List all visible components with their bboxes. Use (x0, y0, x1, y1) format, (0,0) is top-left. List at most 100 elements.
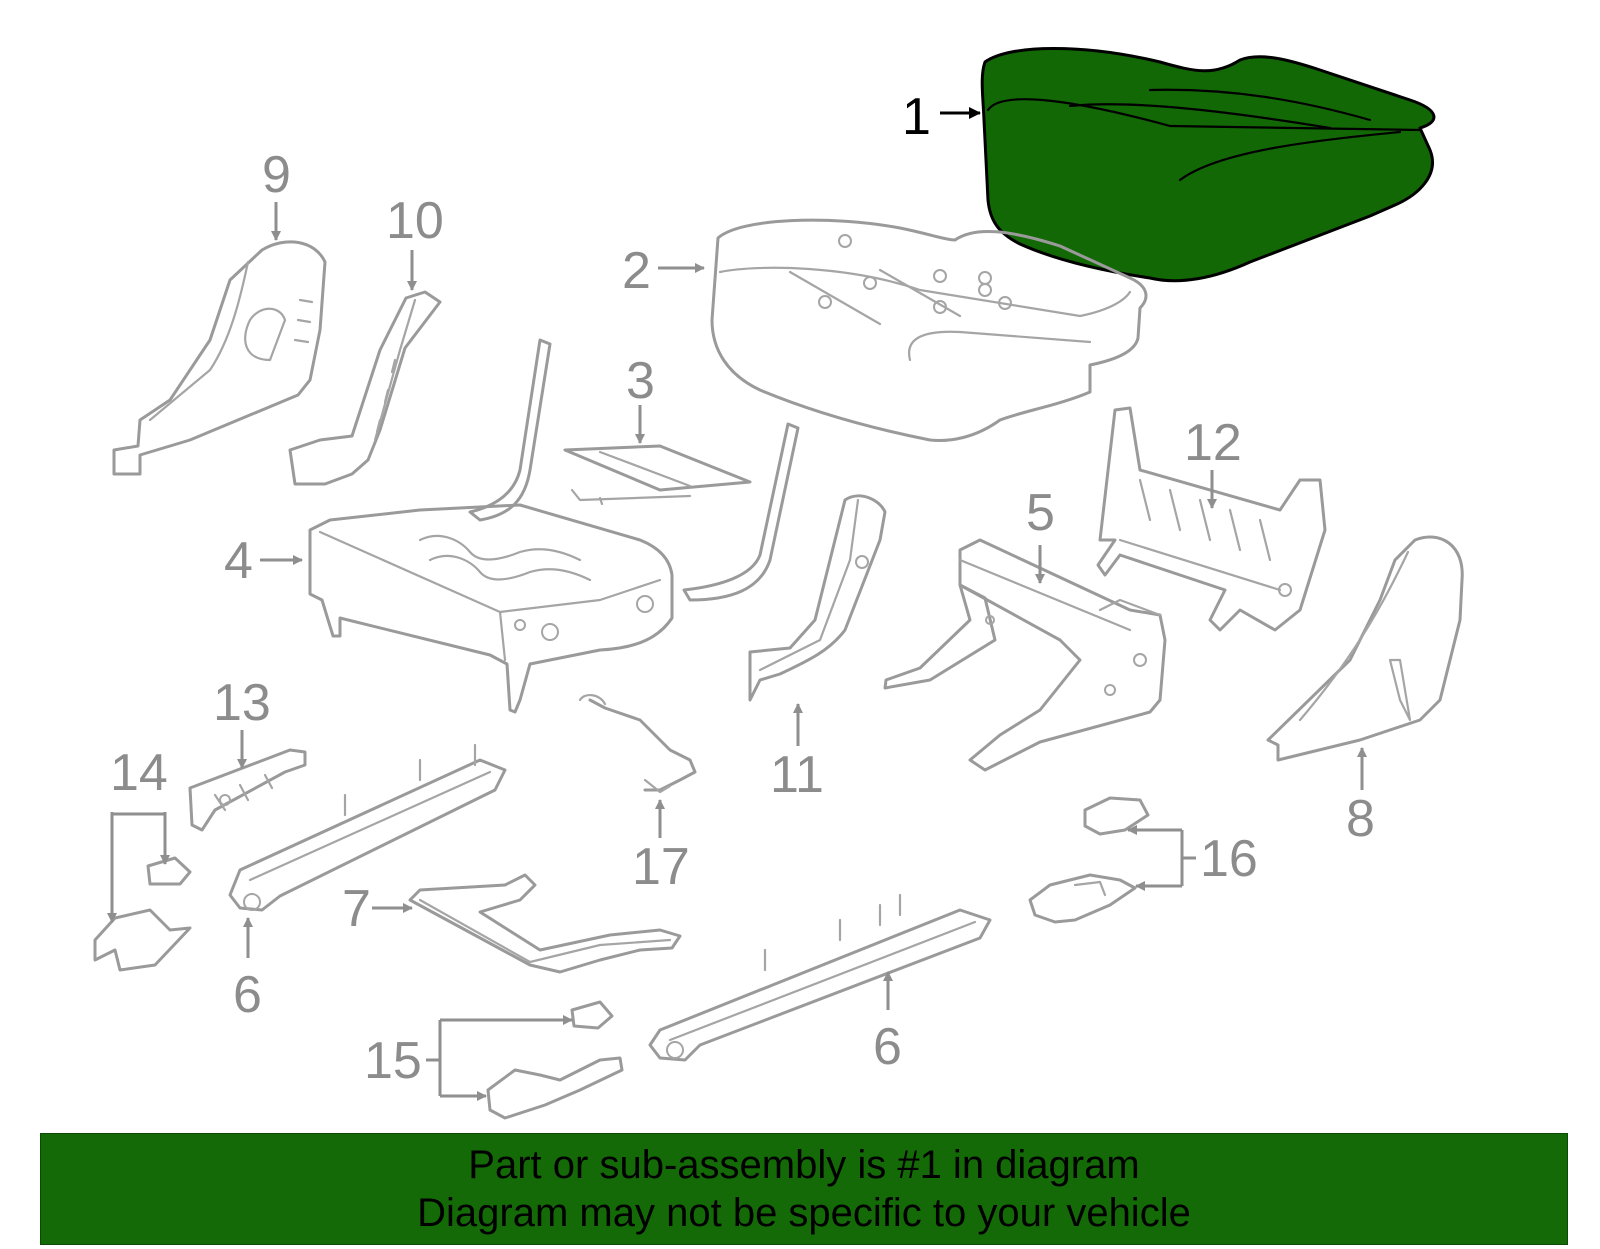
part-17-plug (578, 694, 672, 794)
part-4-right-upright (682, 422, 800, 602)
part-4-springs (418, 534, 592, 582)
callout-6a: 6 (233, 966, 262, 1024)
part-4-top-rail (318, 530, 662, 614)
part-4-seat-frame[interactable] (308, 338, 800, 714)
part-16-detail (1073, 880, 1107, 897)
part-6-left-studs (343, 743, 477, 817)
part-4-hole (541, 623, 559, 641)
part-10-slots (375, 358, 397, 434)
part-13-hole (219, 794, 231, 806)
part-17-shape (588, 698, 697, 792)
part-9-outer-trim[interactable] (112, 240, 327, 476)
part-11-hole (855, 555, 869, 569)
callout-7: 7 (342, 880, 371, 938)
callout-17: 17 (632, 838, 690, 896)
callout-1: 1 (902, 88, 931, 146)
part-7-tow-bar[interactable] (408, 873, 682, 974)
part-4-hole (636, 595, 654, 613)
part-2-hole (998, 296, 1012, 310)
callout-14: 14 (110, 744, 168, 802)
part-6-left-rail (248, 770, 492, 882)
part-6-left-hole (243, 893, 261, 911)
part-7-shape (408, 873, 682, 974)
part-2-hole (863, 276, 877, 290)
part-6-right-shape (648, 908, 992, 1062)
part-11-side-bracket[interactable] (748, 494, 887, 702)
part-2-inner-edge (718, 266, 1132, 318)
part-1-seam-center (1068, 103, 1332, 130)
part-9-ribs (293, 298, 314, 344)
banner-line-part-number: Part or sub-assembly is #1 in diagram (468, 1143, 1140, 1187)
part-16-upper-piece (1083, 796, 1150, 836)
callout-15: 15 (364, 1032, 422, 1090)
part-9-inner-edge (148, 260, 250, 422)
part-5-riser[interactable] (883, 538, 1167, 772)
part-5-hole (1133, 653, 1147, 667)
part-2-hole (838, 234, 852, 248)
part-4-front-rail (498, 610, 507, 662)
callout-8: 8 (1346, 790, 1375, 848)
callout-10: 10 (386, 192, 444, 250)
part-5-hole (985, 615, 995, 625)
part-15-lower-piece (486, 1056, 624, 1120)
callout-13: 13 (213, 674, 271, 732)
part-5-left-leg (883, 583, 997, 690)
callout-6b: 6 (873, 1018, 902, 1076)
part-6-left-shape (228, 758, 507, 912)
part-2-cushion-frame[interactable] (710, 218, 1148, 442)
part-14-front-cover[interactable] (93, 856, 192, 972)
part-6-right-track[interactable] (648, 893, 992, 1062)
part-10-channel (373, 298, 417, 442)
callout-16: 16 (1200, 830, 1258, 888)
part-2-front-lip (907, 330, 1092, 362)
part-6-left-track[interactable] (228, 743, 507, 912)
part-5-bracket-edge (1098, 598, 1162, 617)
part-2-hole (818, 295, 832, 309)
part-16-foot-cover[interactable] (1028, 796, 1150, 924)
part-12-rear-panel[interactable] (1096, 406, 1327, 632)
part-3-plate[interactable] (563, 444, 752, 506)
part-6-right-rail (668, 920, 977, 1042)
part-13-shape (188, 748, 307, 832)
callout-5: 5 (1026, 484, 1055, 542)
part-12-shape (1096, 406, 1327, 632)
part-2-hole (933, 269, 947, 283)
part-3-shape (563, 444, 752, 492)
part-14-lower-piece (93, 908, 192, 972)
part-3-bracket (570, 488, 692, 506)
banner-line-disclaimer: Diagram may not be specific to your vehi… (417, 1191, 1191, 1235)
part-12-hole (1278, 583, 1292, 597)
part-16-lower-piece (1028, 873, 1137, 924)
part-6-right-studs (763, 893, 902, 972)
part-1-seat-cushion-pad[interactable] (980, 47, 1436, 283)
part-9-recess (244, 307, 287, 362)
info-banner: Part or sub-assembly is #1 in diagram Di… (40, 1133, 1568, 1245)
part-10-shape (288, 290, 442, 486)
part-2-shape (710, 218, 1148, 442)
part-15-rear-cover[interactable] (486, 1000, 624, 1120)
part-11-shape (748, 494, 887, 702)
part-15-upper-piece (570, 1000, 614, 1030)
part-17-cable[interactable] (578, 694, 697, 794)
part-8-inner-edge (1298, 550, 1410, 722)
part-4-left-upright (468, 338, 552, 522)
part-12-lower-edge (1118, 538, 1282, 592)
part-10-inner-trim[interactable] (288, 290, 442, 486)
part-12-ribs (1138, 478, 1272, 562)
part-5-top-bar (958, 558, 1132, 632)
part-8-slot (1388, 658, 1412, 722)
part-8-right-trim[interactable] (1266, 535, 1464, 762)
part-13-track-trim[interactable] (188, 748, 307, 832)
callout-3: 3 (626, 352, 655, 410)
part-1-seam-bolster (1178, 130, 1402, 182)
part-4-shape (308, 503, 674, 714)
part-2-channel-1 (788, 270, 882, 326)
part-2-hole (978, 283, 992, 297)
part-11-edge (758, 498, 860, 672)
callout-4: 4 (224, 532, 253, 590)
part-5-hole (1104, 684, 1116, 696)
part-7-edge (418, 898, 672, 964)
part-9-shape (112, 240, 327, 476)
part-3-fold (598, 450, 692, 488)
